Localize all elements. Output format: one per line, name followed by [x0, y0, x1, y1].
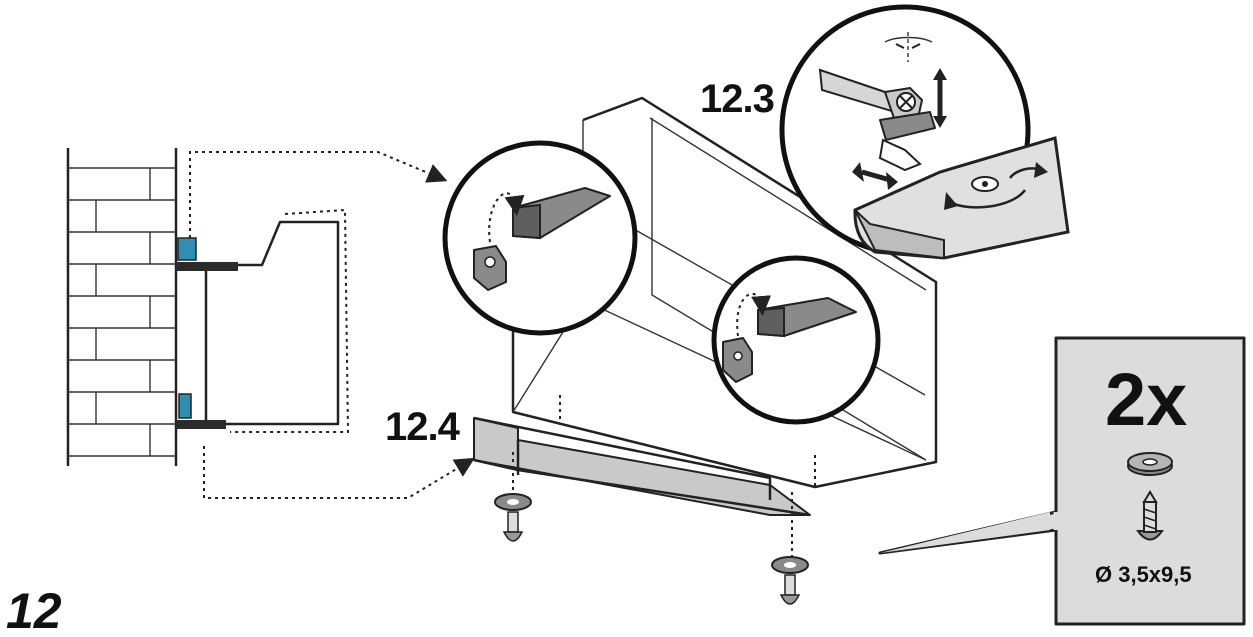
quantity-label: 2x — [1105, 358, 1187, 441]
guide-arrow-top — [189, 151, 448, 238]
detail-circle-hanger-right — [711, 255, 881, 425]
screw-size-label: Ø 3,5x9,5 — [1095, 562, 1192, 587]
step-number: 12 — [6, 583, 62, 637]
detail-label-12-4: 12.4 — [385, 405, 461, 449]
guide-arrow-bottom — [203, 446, 475, 499]
wall-bracket-bottom — [178, 393, 192, 419]
bottom-rail — [473, 416, 811, 517]
washer-icon — [1127, 452, 1173, 476]
cabinet-side-section — [176, 208, 350, 433]
parts-callout — [878, 336, 1246, 626]
brick-wall — [66, 148, 178, 466]
detail-circle-hanger-left — [442, 140, 638, 336]
rail-screw-left — [494, 452, 532, 542]
detail-label-12-3: 12.3 — [700, 77, 774, 121]
rail-screw-right — [771, 492, 809, 605]
screw-icon — [1136, 490, 1164, 541]
adjuster-base-plate — [853, 136, 1070, 260]
wall-bracket-top — [177, 237, 197, 261]
